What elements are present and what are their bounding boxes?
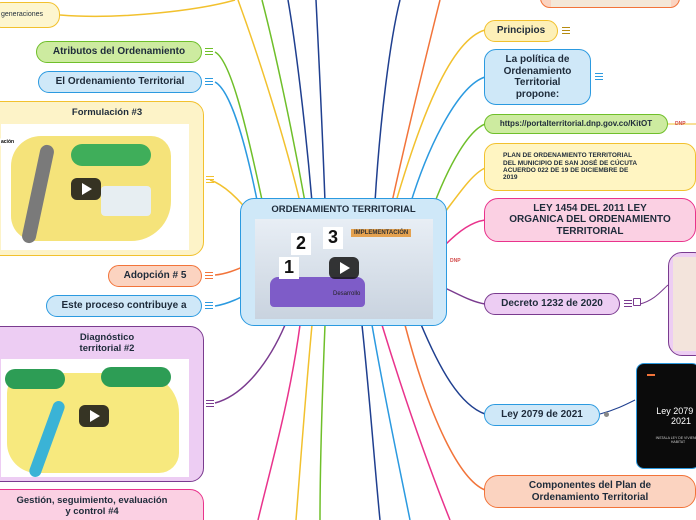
este-proceso-label: Este proceso contribuye a: [61, 300, 187, 312]
badge-2: 2: [291, 233, 311, 255]
atributos-node[interactable]: Atributos del Ordenamiento: [36, 41, 202, 63]
generaciones-node[interactable]: generaciones: [0, 2, 60, 28]
houses-cluster: [101, 186, 151, 216]
tree-cluster-right: [101, 367, 171, 387]
decreto-node[interactable]: Decreto 1232 de 2020: [484, 293, 620, 315]
este-proceso-node[interactable]: Este proceso contribuye a: [46, 295, 202, 317]
notes-icon[interactable]: [595, 73, 603, 80]
atributos-label: Atributos del Ordenamiento: [52, 46, 186, 58]
tree-cluster: [5, 369, 65, 389]
ley2079-thumb-sub: INSTALA LEY DE VIVIENDA HABITAT: [655, 436, 696, 444]
notes-icon[interactable]: [624, 300, 632, 307]
implementacion-sign: IMPLEMENTACIÓN: [351, 229, 412, 237]
notes-icon[interactable]: [562, 27, 570, 34]
gestion-title: Gestión, seguimiento, evaluación y contr…: [16, 495, 168, 517]
generaciones-label: generaciones: [1, 10, 44, 18]
adopcion-label: Adopción # 5: [123, 270, 187, 282]
formulacion-tag: ación: [0, 138, 17, 146]
ley1454-label: LEY 1454 DEL 2011 LEY ORGANICA DEL ORDEN…: [509, 202, 671, 237]
podium-graphic: [270, 277, 365, 307]
ley2079-label: Ley 2079 de 2021: [501, 409, 583, 421]
el-ordenamiento-node[interactable]: El Ordenamiento Territorial: [38, 71, 202, 93]
formulacion-video-thumbnail[interactable]: [1, 124, 189, 250]
notes-icon[interactable]: [205, 48, 213, 55]
ley2079-image-node[interactable]: Ley 2079 de 2021 INSTALA LEY DE VIVIENDA…: [636, 363, 696, 469]
principios-node[interactable]: Principios: [484, 20, 558, 42]
plan-label: PLAN DE ORDENAMIENTO TERRITORIAL DEL MUN…: [503, 152, 638, 182]
tree-cluster: [71, 144, 151, 166]
adopcion-node[interactable]: Adopción # 5: [108, 265, 202, 287]
top-right-image-node[interactable]: [540, 0, 680, 8]
central-title: ORDENAMIENTO TERRITORIAL: [271, 204, 416, 215]
diagnostico-node[interactable]: Diagnóstico territorial #2: [0, 326, 204, 482]
notes-icon[interactable]: [206, 400, 214, 407]
diagnostico-title: Diagnóstico territorial #2: [79, 332, 135, 354]
notes-icon[interactable]: [205, 78, 213, 85]
politica-node[interactable]: La política de Ordenamiento Territorial …: [484, 49, 591, 105]
ley2079-node[interactable]: Ley 2079 de 2021: [484, 404, 600, 426]
badge-3: 3: [323, 227, 343, 249]
decreto-label: Decreto 1232 de 2020: [501, 298, 603, 310]
play-icon[interactable]: [79, 405, 109, 427]
top-right-image: [551, 0, 671, 7]
dnp-tag: DNP: [675, 121, 686, 127]
decreto-image: [673, 257, 696, 351]
notes-icon[interactable]: [205, 302, 213, 309]
ley1454-node[interactable]: LEY 1454 DEL 2011 LEY ORGANICA DEL ORDEN…: [484, 198, 696, 242]
notes-icon[interactable]: [206, 176, 214, 183]
componentes-label: Componentes del Plan de Ordenamiento Ter…: [528, 480, 652, 503]
link-icon[interactable]: [633, 298, 641, 306]
formulacion-title: Formulación #3: [71, 107, 143, 118]
componentes-node[interactable]: Componentes del Plan de Ordenamiento Ter…: [484, 475, 696, 508]
notes-icon[interactable]: [205, 272, 213, 279]
url-node[interactable]: https://portalterritorial.dnp.gov.co/Kit…: [484, 114, 668, 134]
politica-label: La política de Ordenamiento Territorial …: [503, 54, 572, 100]
principios-label: Principios: [496, 25, 546, 37]
gestion-node[interactable]: Gestión, seguimiento, evaluación y contr…: [0, 489, 204, 520]
ley2079-thumb-accent: [647, 374, 655, 376]
ley2079-thumb-title: Ley 2079 de 2021: [656, 406, 696, 426]
el-ordenamiento-label: El Ordenamiento Territorial: [55, 76, 185, 88]
central-video-thumbnail[interactable]: 2 3 1 IMPLEMENTACIÓN Desarrollo: [255, 219, 433, 319]
dnp-tag-central: DNP: [450, 258, 461, 264]
diagnostico-video-thumbnail[interactable]: [1, 359, 189, 477]
central-node[interactable]: ORDENAMIENTO TERRITORIAL 2 3 1 IMPLEMENT…: [240, 198, 447, 326]
url-label[interactable]: https://portalterritorial.dnp.gov.co/Kit…: [499, 119, 653, 129]
play-icon[interactable]: [71, 178, 101, 200]
formulacion-node[interactable]: Formulación #3 ación: [0, 101, 204, 256]
plan-node[interactable]: PLAN DE ORDENAMIENTO TERRITORIAL DEL MUN…: [484, 143, 696, 191]
play-icon[interactable]: [329, 257, 359, 279]
decreto-image-node[interactable]: [668, 252, 696, 356]
badge-1: 1: [279, 257, 299, 279]
desarrollo-label: Desarrollo: [333, 291, 361, 297]
image-icon[interactable]: [604, 412, 609, 417]
